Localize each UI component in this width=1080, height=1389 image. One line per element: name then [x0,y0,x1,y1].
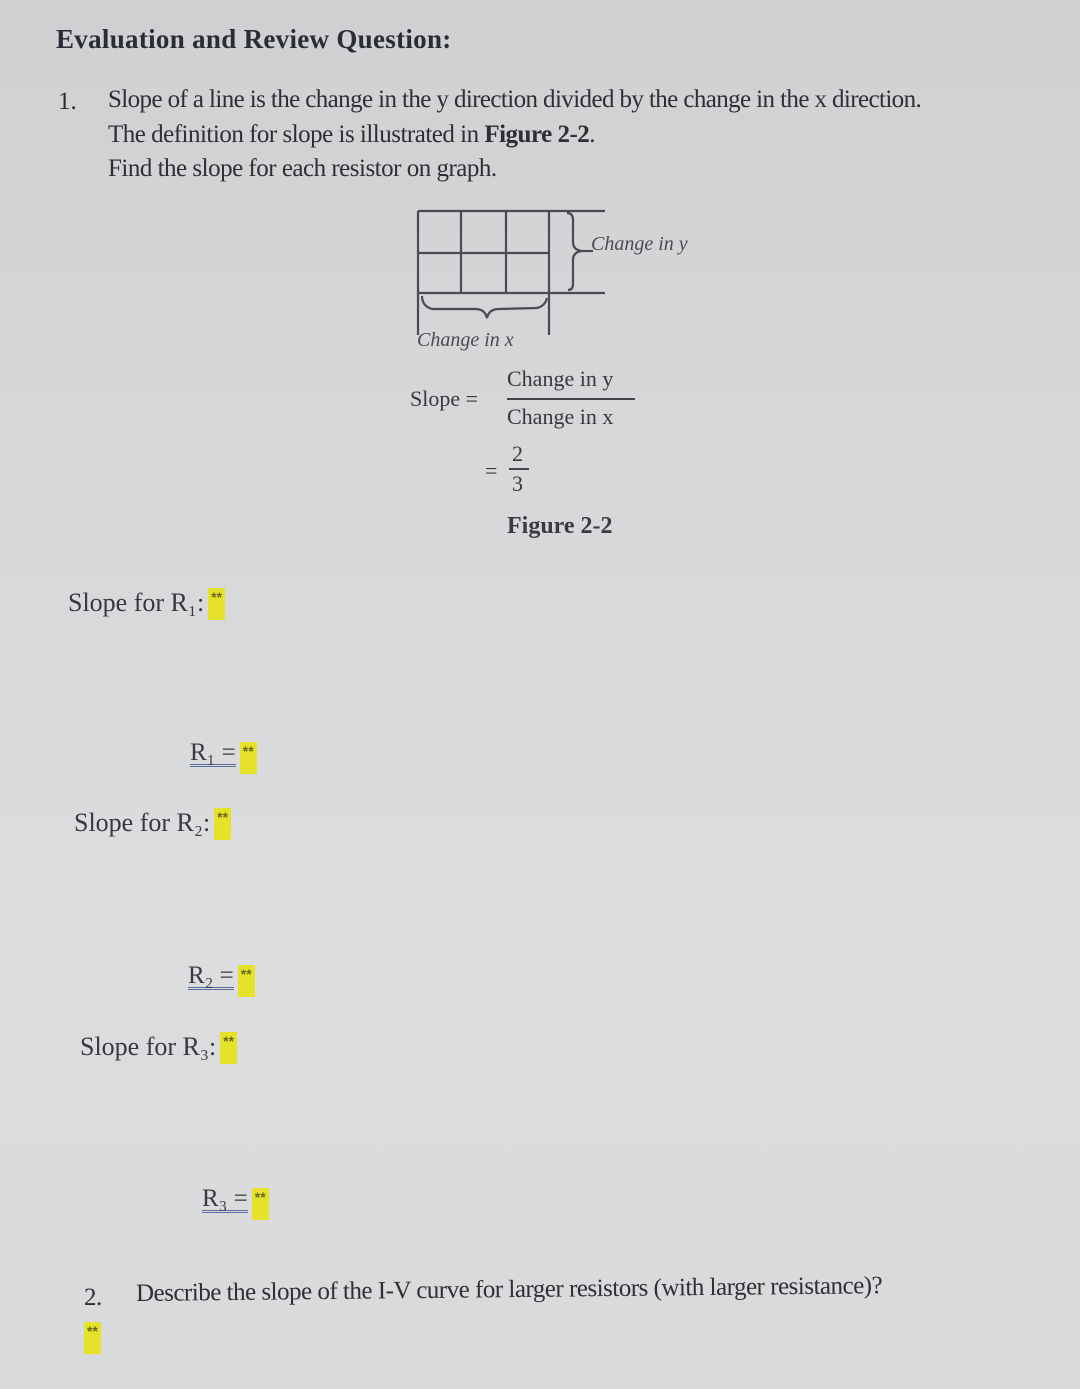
question-2-number: 2. [84,1284,102,1311]
slope-r3-row: Slope for R₃: ** [80,1032,238,1064]
r3-answer-field[interactable]: ** [251,1188,269,1220]
r1-label: R₁ = [190,739,236,767]
r3-row: R₃ = ** [202,1185,269,1220]
slope-r3-label: Slope for R₃: [80,1032,217,1061]
equals-sign: = [485,458,498,483]
slope-r3-answer-field[interactable]: ** [220,1032,238,1064]
question-1-line-3: Find the slope for each resistor on grap… [108,155,497,182]
slope-r1-row: Slope for R₁: ** [68,588,226,620]
question-2-text: Describe the slope of the I-V curve for … [135,1272,883,1307]
slope-r2-answer-field[interactable]: ** [214,808,232,840]
slope-r1-label: Slope for R₁: [68,588,205,617]
r2-label: R₂ = [188,962,234,990]
page-heading: Evaluation and Review Question: [56,24,452,54]
figure-2-2: Change in y Change in x Slope = Change i… [405,198,765,548]
change-in-x-label: Change in x [417,329,514,351]
value-fraction-bar [509,468,529,470]
question-1-line-2: The definition for slope is illustrated … [108,121,596,149]
r2-answer-field[interactable]: ** [237,965,255,997]
question-1-line-2-suffix: . [589,121,596,148]
r1-answer-field[interactable]: ** [239,742,257,774]
value-numerator: 2 [512,441,523,466]
question-1-line-1: Slope of a line is the change in the y d… [108,86,922,113]
slope-r2-row: Slope for R₂: ** [74,808,232,840]
slope-numerator: Change in y [507,366,614,391]
fraction-bar [507,398,635,400]
slope-grid-diagram [416,209,605,335]
figure-reference: Figure 2-2 [484,121,590,148]
slope-label: Slope = [410,386,479,411]
r2-row: R₂ = ** [188,962,255,997]
slope-denominator: Change in x [507,404,614,429]
slope-r2-label: Slope for R₂: [74,808,211,837]
question-2-answer-row: ** [84,1322,101,1354]
slope-r1-answer-field[interactable]: ** [208,588,226,620]
question-2-answer-field[interactable]: ** [84,1322,101,1354]
change-in-y-label: Change in y [591,233,688,255]
question-1-line-2-prefix: The definition for slope is illustrated … [108,121,485,148]
r3-label: R₃ = [202,1185,248,1213]
figure-caption: Figure 2-2 [507,513,613,539]
value-denominator: 3 [512,471,523,496]
r1-row: R₁ = ** [190,739,257,774]
question-1-number: 1. [58,88,77,115]
